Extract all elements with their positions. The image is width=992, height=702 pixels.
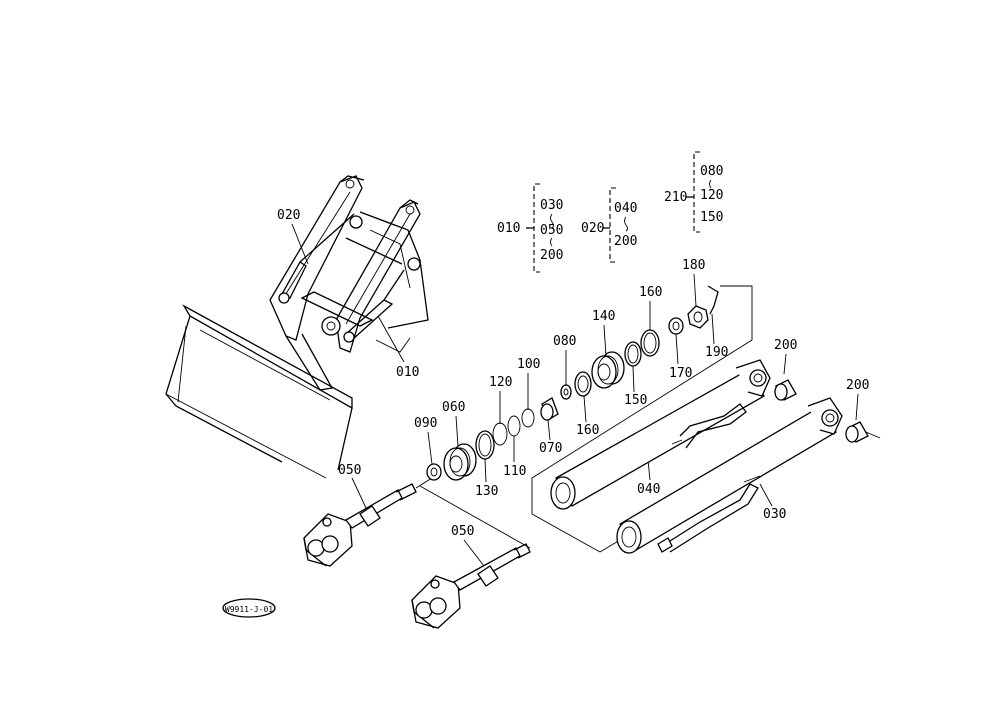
callout-200-b: 200 <box>846 378 869 393</box>
group-210-member-120: 120 <box>700 188 723 203</box>
bushing-200-b <box>845 421 881 443</box>
part-060 <box>443 443 477 481</box>
group-210-label: 210 <box>664 190 687 205</box>
piston-kit-parts <box>426 285 719 481</box>
callout-040: 040 <box>637 482 660 497</box>
callout-150: 150 <box>624 393 647 408</box>
group-020-bracket: 020 040 200 <box>581 187 637 263</box>
cylinder-tube-030 <box>616 397 843 554</box>
part-100 <box>521 408 535 428</box>
rod-alignment-line <box>419 485 531 549</box>
callout-loader-020: 020 <box>277 208 300 223</box>
callout-100: 100 <box>517 357 540 372</box>
group-010-member-200: 200 <box>540 248 563 263</box>
group-210-member-150: 150 <box>700 210 723 225</box>
cylinder-tube-040 <box>550 359 771 510</box>
group-020-member-200: 200 <box>614 234 637 249</box>
parts-callouts: 090 060 120 100 080 140 160 180 200 200 … <box>338 258 869 567</box>
group-020-label: 020 <box>581 221 604 236</box>
part-170 <box>668 317 684 335</box>
stamp-text: W9911-J-01 <box>225 605 273 614</box>
rod-tip-line <box>415 477 433 489</box>
group-210-member-080: 080 <box>700 164 723 179</box>
group-010-label: 010 <box>497 221 520 236</box>
group-020-member-040: 040 <box>614 201 637 216</box>
kit-boundary-lines <box>531 285 753 553</box>
callout-200-a: 200 <box>774 338 797 353</box>
front-loader-illustration <box>165 175 429 479</box>
part-160b <box>574 371 592 397</box>
group-210-bracket: 210 080 120 150 <box>664 151 723 233</box>
callout-110: 110 <box>503 464 526 479</box>
part-120 <box>492 422 508 446</box>
loader-callouts: 020 010 <box>277 208 419 380</box>
part-150 <box>624 341 642 367</box>
callout-120: 120 <box>489 375 512 390</box>
callout-080: 080 <box>553 334 576 349</box>
callout-090: 090 <box>414 416 437 431</box>
callout-loader-010: 010 <box>396 365 419 380</box>
part-190 <box>707 285 719 315</box>
callout-030: 030 <box>763 507 786 522</box>
callout-190: 190 <box>705 345 728 360</box>
group-010-member-050: 050 <box>540 223 563 238</box>
callout-050-upper: 050 <box>338 463 361 478</box>
group-010-bracket: 010 030 050 200 <box>497 183 563 273</box>
part-090 <box>426 463 442 481</box>
callout-140: 140 <box>592 309 615 324</box>
callout-060: 060 <box>442 400 465 415</box>
part-180 <box>687 305 709 329</box>
part-140 <box>591 351 625 389</box>
callout-160-top: 160 <box>639 285 662 300</box>
part-070 <box>540 397 559 421</box>
piston-rod-050-upper <box>303 483 417 567</box>
part-080 <box>560 384 572 400</box>
callout-180: 180 <box>682 258 705 273</box>
callout-130: 130 <box>475 484 498 499</box>
callout-050-lower: 050 <box>451 524 474 539</box>
group-010-member-030: 030 <box>540 198 563 213</box>
piston-rod-050-lower <box>411 543 531 629</box>
bushing-200-a <box>774 379 797 401</box>
part-110 <box>507 415 521 437</box>
drawing-stamp: W9911-J-01 <box>222 598 276 618</box>
callout-160-bottom: 160 <box>576 423 599 438</box>
callout-170: 170 <box>669 366 692 381</box>
callout-070: 070 <box>539 441 562 456</box>
